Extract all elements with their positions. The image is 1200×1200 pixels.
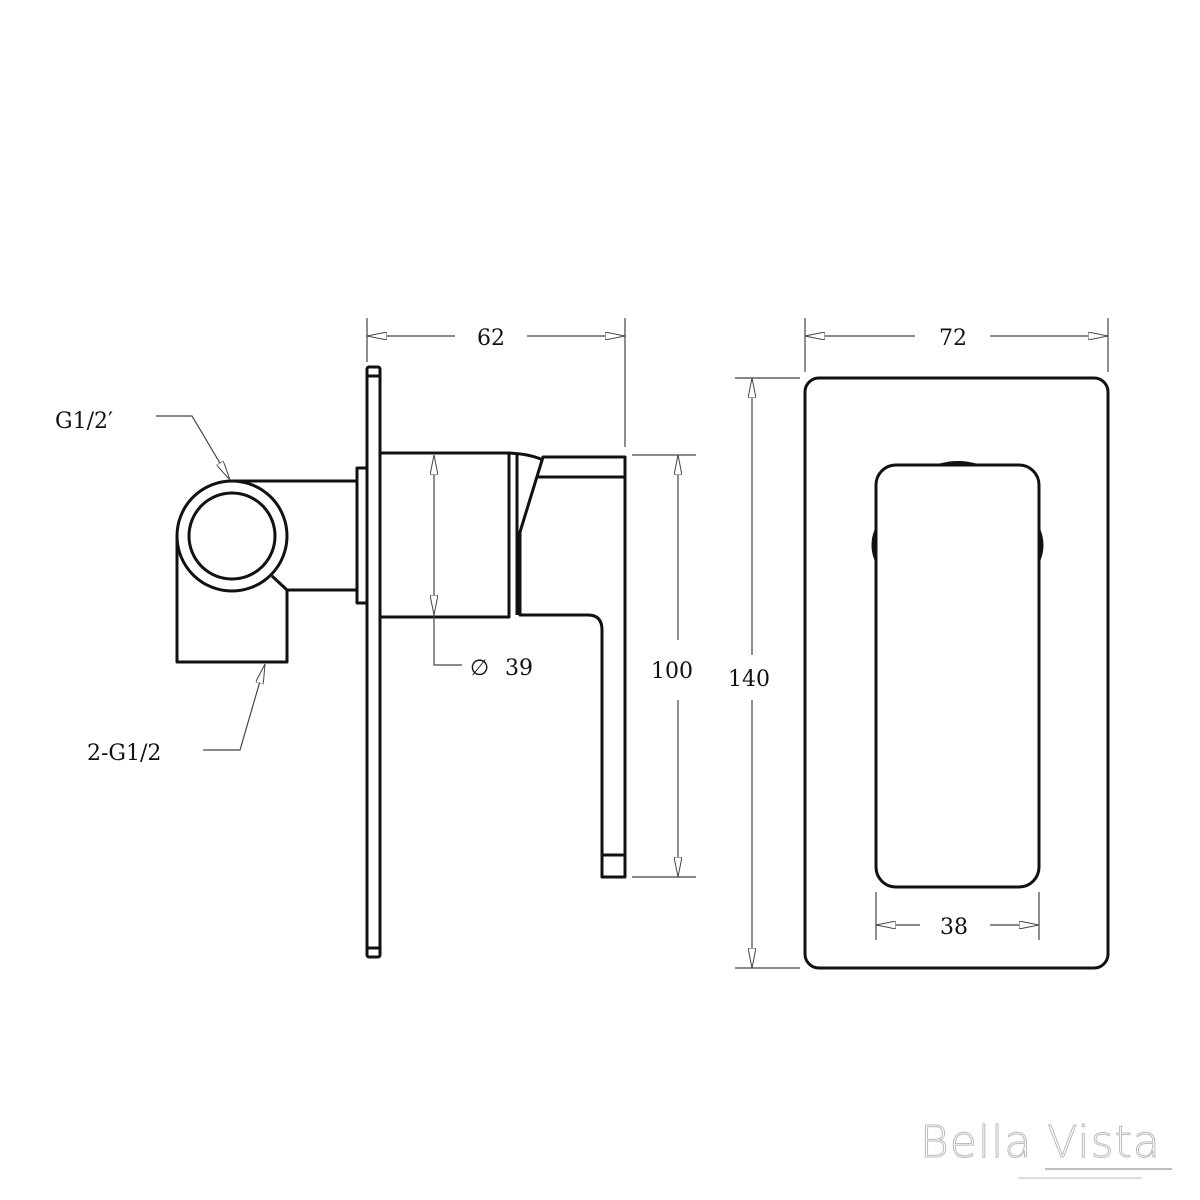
front-view [803, 376, 1110, 970]
dim-diameter-symbol: ∅ [470, 656, 489, 681]
outlet-circle-outer [175, 479, 289, 593]
brand-logo-text: Bella Vista [920, 1117, 1161, 1168]
dimension-body-diameter: ∅ 39 [434, 455, 533, 681]
dim-plate-height-label: 140 [728, 667, 770, 692]
dimension-plate-width: 72 [804, 318, 1109, 372]
cover-plate [803, 376, 1110, 970]
flange [355, 466, 369, 605]
callout-outlet-label: G1/2′ [55, 409, 113, 434]
dimension-depth: 62 [366, 318, 626, 447]
valve-body [380, 451, 544, 619]
dimension-plate-height: 140 [728, 377, 800, 969]
pipe-elbow [175, 479, 357, 664]
dimension-inner-width: 38 [875, 892, 1040, 940]
dim-depth-label: 62 [477, 326, 505, 351]
brand-logo: Bella Vista [920, 1117, 1172, 1179]
dim-inner-width-label: 38 [940, 915, 968, 940]
dim-body-diameter-label: 39 [505, 656, 533, 681]
callout-inlet-label: 2-G1/2 [87, 741, 161, 766]
dim-lever-height-label: 100 [651, 659, 693, 684]
lever-handle [518, 455, 627, 879]
callout-inlet: 2-G1/2 [87, 664, 266, 766]
wall-plate [365, 365, 382, 959]
callout-outlet: G1/2′ [55, 409, 231, 480]
dimension-lever-height: 100 [632, 454, 696, 878]
lever-front [874, 463, 1041, 889]
side-view [175, 365, 627, 959]
dim-plate-width-label: 72 [939, 326, 967, 351]
outlet-circle-inner [187, 491, 277, 581]
